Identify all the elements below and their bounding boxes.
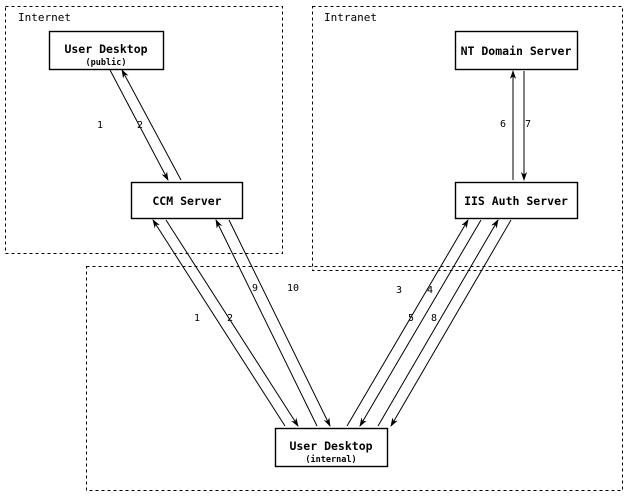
flow-line-1-internal-to-ccm	[152, 219, 286, 427]
step-label-10: 10	[287, 283, 299, 294]
node-nt-domain-server-label: NT Domain Server	[461, 44, 572, 58]
flow-line-5-internal-to-iis	[377, 219, 499, 427]
step-label-8: 8	[431, 313, 437, 324]
zone-internet-boundary	[5, 6, 283, 254]
flow-line-3-internal-to-iis	[346, 219, 469, 427]
flow-line-9-internal-to-ccm	[215, 219, 318, 427]
flow-line-10-ccm-to-internal	[228, 219, 331, 427]
node-user-desktop-public-label: User Desktop	[64, 42, 147, 56]
node-user-desktop-public[interactable]: User Desktop (public)	[48, 30, 165, 71]
step-label-3: 3	[396, 285, 402, 296]
node-user-desktop-internal-sublabel: (internal)	[305, 454, 356, 465]
node-user-desktop-internal[interactable]: User Desktop (internal)	[274, 427, 389, 468]
step-label-5: 5	[408, 313, 414, 324]
step-label-1-internal: 1	[194, 313, 200, 324]
node-user-desktop-internal-label: User Desktop	[289, 439, 372, 453]
flow-line-1-public-to-ccm	[109, 69, 169, 181]
node-ccm-server[interactable]: CCM Server	[130, 181, 244, 220]
flow-line-2-ccm-to-internal	[165, 219, 299, 427]
node-ccm-server-label: CCM Server	[152, 194, 221, 208]
zone-group: Internet Intranet	[5, 6, 623, 491]
zone-internal-lan-boundary	[86, 266, 623, 491]
flow-line-4-iis-to-internal	[359, 219, 482, 427]
flow-line-8-iis-to-internal	[390, 219, 512, 427]
step-label-2-internal: 2	[227, 313, 233, 324]
step-label-6: 6	[500, 119, 506, 130]
step-label-4: 4	[427, 285, 433, 296]
step-label-1-public: 1	[97, 120, 103, 131]
step-label-2-public: 2	[137, 120, 143, 131]
step-label-7: 7	[525, 119, 531, 130]
node-iis-auth-server-label: IIS Auth Server	[464, 194, 568, 208]
node-nt-domain-server[interactable]: NT Domain Server	[454, 30, 579, 71]
step-label-9: 9	[252, 283, 258, 294]
flow-line-2-ccm-to-public	[121, 69, 182, 181]
zone-internet-label: Internet	[18, 11, 71, 24]
node-iis-auth-server[interactable]: IIS Auth Server	[454, 181, 579, 220]
node-user-desktop-public-sublabel: (public)	[86, 57, 127, 68]
zone-intranet-label: Intranet	[324, 11, 377, 24]
zone-intranet-boundary	[312, 6, 623, 271]
